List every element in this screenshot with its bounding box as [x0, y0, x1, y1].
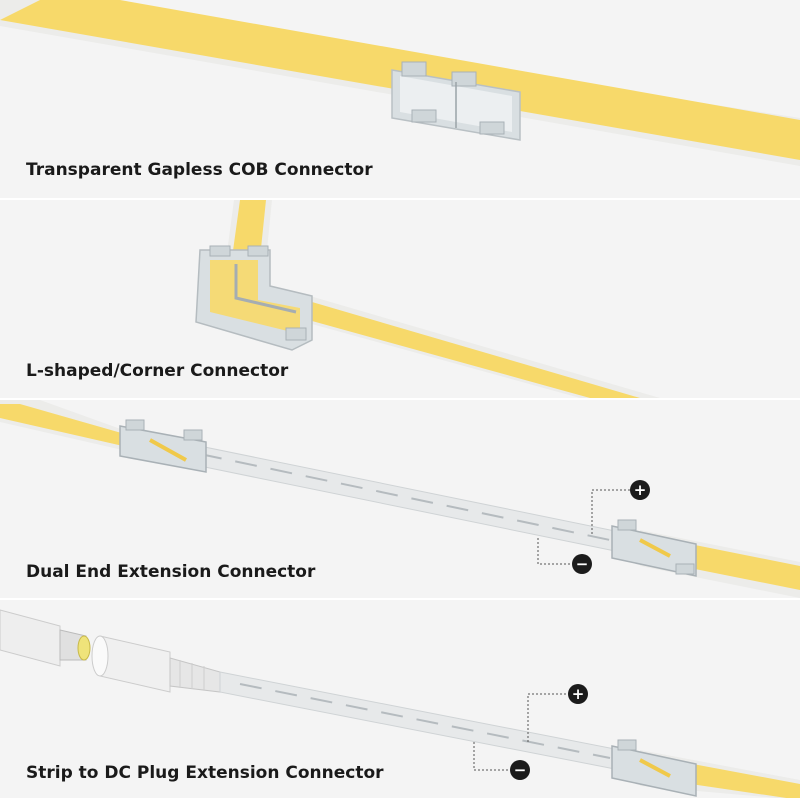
l-corner-connector	[195, 245, 313, 351]
led-strip-horizontal	[294, 302, 640, 398]
panel-l-shaped-connector: L-shaped/Corner Connector	[0, 200, 800, 398]
minus-badge	[510, 760, 530, 780]
minus-symbol: −	[576, 555, 589, 573]
plus-symbol: +	[634, 481, 647, 499]
panel-divider	[0, 398, 800, 400]
panel-caption: L-shaped/Corner Connector	[26, 361, 289, 381]
dc-plug-illustration: + −	[0, 600, 800, 798]
led-strip-left	[0, 404, 132, 448]
connector-right	[611, 739, 697, 797]
panel-divider	[0, 598, 800, 600]
panel-dc-plug-extension: + − Strip to DC Plug Extension Connector	[0, 600, 800, 798]
minus-badge	[572, 554, 592, 574]
panel-caption: Strip to DC Plug Extension Connector	[26, 763, 384, 783]
panel-caption: Transparent Gapless COB Connector	[26, 160, 373, 180]
l-connector-illustration	[0, 200, 800, 398]
panel-gapless-connector: Transparent Gapless COB Connector	[0, 0, 800, 198]
connector-right	[611, 519, 697, 577]
dc-female-jack	[91, 635, 221, 693]
dual-end-illustration: + −	[0, 400, 800, 598]
panel-caption: Dual End Extension Connector	[26, 562, 316, 582]
led-strip-vertical	[232, 200, 266, 258]
minus-symbol: −	[514, 761, 527, 779]
connector-left	[119, 419, 207, 473]
plus-badge	[568, 684, 588, 704]
panel-divider	[0, 198, 800, 200]
plus-badge	[630, 480, 650, 500]
gapless-connector-clip	[391, 61, 521, 141]
gapless-connector-illustration	[0, 0, 800, 198]
panel-dual-end-extension: + − Dual End Extension Connector	[0, 400, 800, 598]
plus-symbol: +	[572, 685, 585, 703]
dc-male-plug	[0, 609, 91, 667]
